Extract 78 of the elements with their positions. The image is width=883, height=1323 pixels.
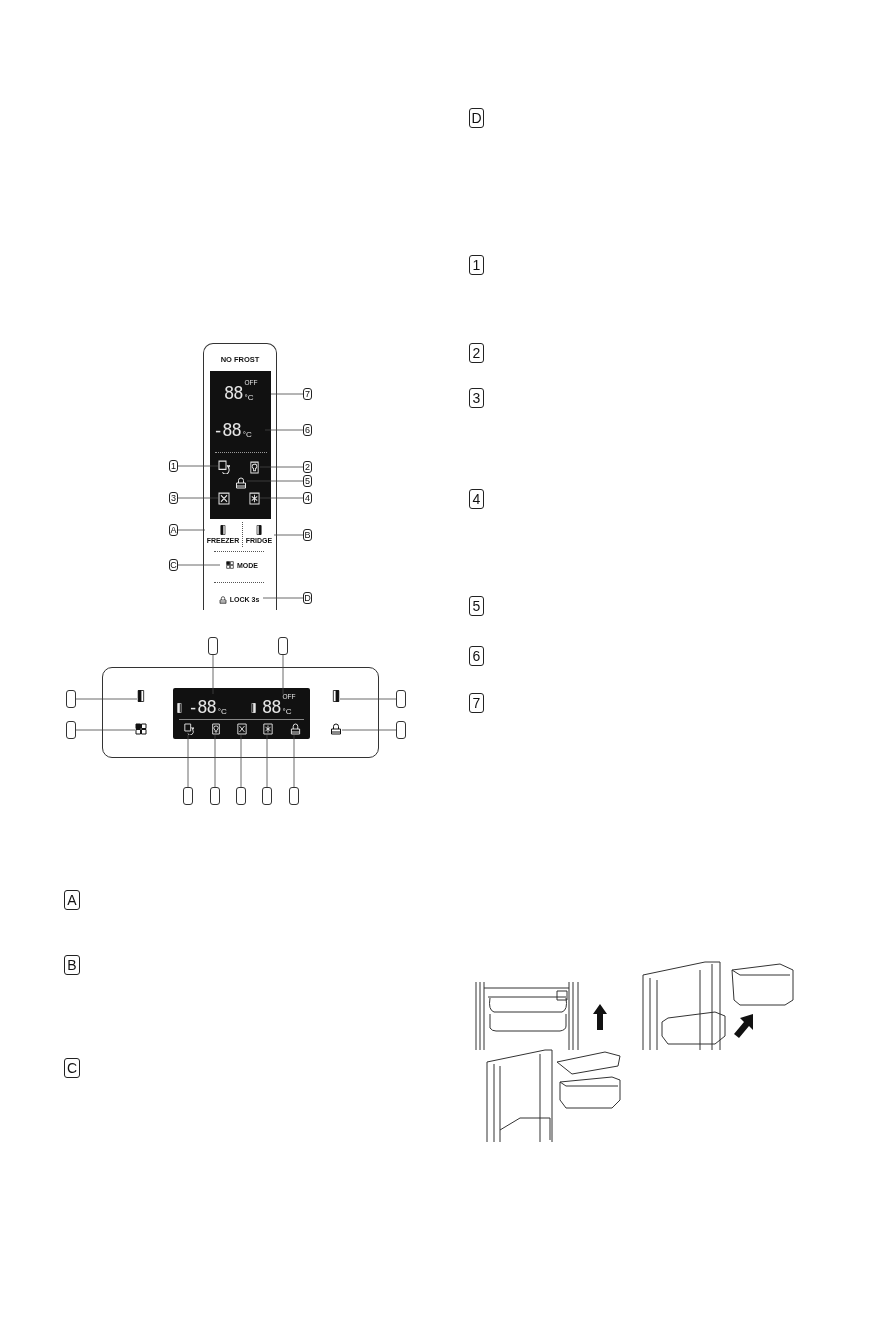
square-arrow-icon [218,460,230,474]
temperature-digits: -88 [213,422,241,439]
leader-line [177,465,219,467]
callout-number: A [64,890,80,910]
temperature-digits: 88 [224,385,243,402]
callout-number: 3 [469,388,484,408]
leader-line [266,734,268,788]
door-icon [137,690,145,702]
unit-label: °C [244,394,255,402]
snowflake-icon [249,492,260,505]
fan-icon [218,492,230,505]
callout-box [396,721,406,739]
control-panel [203,343,277,610]
leader-line [273,534,304,536]
callout-box [66,690,76,708]
callout-number: 4 [469,489,484,509]
leader-line [177,497,219,499]
callout-number: 7 [469,693,484,713]
callout-box [208,637,218,655]
callout-box [289,787,299,805]
lock-icon [330,723,342,735]
unit-label: °C [282,708,293,716]
callout-number: C [64,1058,80,1078]
leader-line [246,480,304,482]
callout-number: 1 [169,460,178,472]
leader-line [264,429,304,431]
callout-box [396,690,406,708]
callout-number: D [303,592,312,604]
callout-box [210,787,220,805]
callout-number: 5 [303,475,312,487]
lock-icon [235,477,247,489]
leader-line [270,393,304,395]
leader-line [282,654,284,695]
callout-box [236,787,246,805]
callout-number: A [169,524,178,536]
callout-number: 7 [303,388,312,400]
callout-number: 2 [469,343,484,363]
leader-line [259,466,304,468]
leader-line [341,729,397,731]
callout-box [183,787,193,805]
leader-line [262,597,304,599]
callout-number: B [303,529,312,541]
leader-line [293,734,295,788]
leader-line [259,497,304,499]
callout-number: 2 [303,461,312,473]
callout-box [66,721,76,739]
temperature-digits: -88 [188,699,216,716]
leader-line [75,729,136,731]
unit-label: °C [217,708,227,716]
callout-box [262,787,272,805]
bulb-icon [211,723,221,735]
temperature-digits: 88 [262,699,281,716]
leader-line [177,529,206,531]
unit-label: °C [242,431,252,439]
door-icon [332,690,340,702]
callout-number: 1 [469,255,484,275]
callout-number: 6 [469,646,484,666]
callout-number: 4 [303,492,312,504]
leader-line [212,654,214,695]
callout-number: 3 [169,492,178,504]
callout-number: 6 [303,424,312,436]
lock-icon [290,723,301,735]
grid-icon [135,723,147,735]
callout-number: D [469,108,484,128]
leader-line [339,698,397,700]
leader-line [240,734,242,788]
leader-line [187,734,189,788]
callout-number: B [64,955,80,975]
callout-number: 5 [469,596,484,616]
callout-number: C [169,559,178,571]
leader-line [177,564,221,566]
leader-line [214,734,216,788]
callout-box [278,637,288,655]
fan-icon [237,723,247,735]
bulb-icon [249,461,260,474]
control-panel [102,667,379,758]
leader-line [75,698,138,700]
snowflake-icon [263,723,273,735]
